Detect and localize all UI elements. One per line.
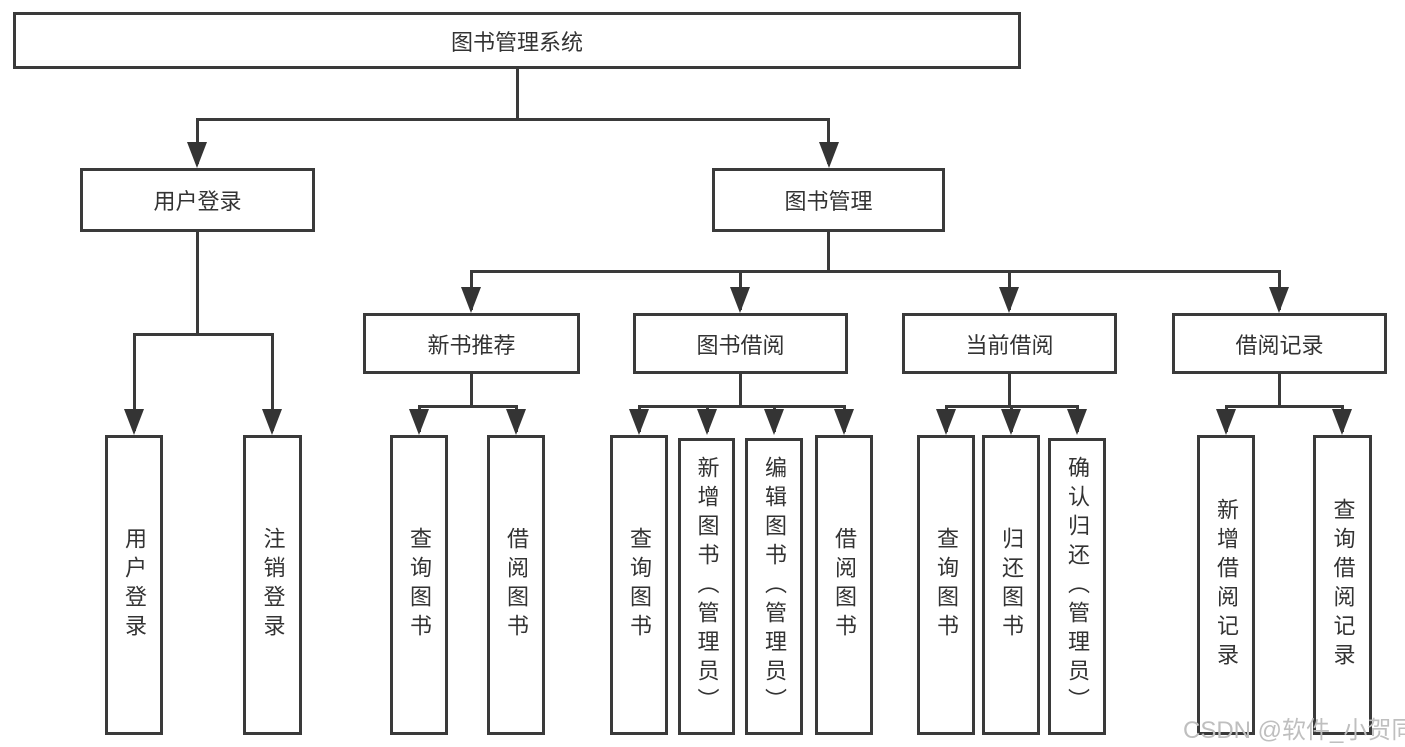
leaf-return-book-label: 归还图书 [999,527,1024,643]
leaf-query-book-b-label: 查询图书 [627,527,652,643]
connector-borrow-records-stem [1278,374,1281,407]
arrowhead-add-record [1216,409,1236,435]
arrowhead-query-book-a [409,409,429,435]
node-borrow-records-label: 借阅记录 [1235,332,1324,358]
arrowhead-add-book [697,409,717,435]
connector-drop-leaf-user-login [133,333,136,431]
watermark-text: CSDN @软件_小贺同学 [1183,717,1405,744]
leaf-query-book-c: 查询图书 [917,435,975,735]
leaf-confirm-return-label: 确认归还（管理员） [1065,456,1090,717]
node-user-login-label: 用户登录 [153,189,242,214]
leaf-edit-book: 编辑图书（管理员） [745,438,803,735]
leaf-add-book: 新增图书（管理员） [678,438,735,735]
leaf-confirm-return: 确认归还（管理员） [1048,438,1106,735]
node-book-mgmt: 图书管理 [712,168,945,232]
arrowhead-new-book-rec [461,287,481,313]
leaf-query-book-a: 查询图书 [390,435,448,735]
leaf-add-record: 新增借阅记录 [1197,435,1255,735]
arrowhead-return-book [1001,409,1021,435]
leaf-query-record-label: 查询借阅记录 [1330,498,1356,672]
node-book-borrow-label: 图书借阅 [696,332,785,358]
arrowhead-current-borrow [999,287,1019,313]
leaf-logout: 注销登录 [243,435,302,735]
arrowhead-query-book-c [936,409,956,435]
arrowhead-leaf-logout [262,409,282,435]
leaf-borrow-book-a-label: 借阅图书 [504,527,529,643]
leaf-query-book-b: 查询图书 [610,435,668,735]
leaf-add-book-label: 新增图书（管理员） [694,456,720,717]
leaf-query-book-c-label: 查询图书 [934,527,959,643]
arrowhead-borrow-book-a [506,409,526,435]
arrowhead-confirm-return [1067,409,1087,435]
leaf-logout-label: 注销登录 [260,527,286,643]
connector-drop-leaf-logout [271,333,274,431]
leaf-borrow-book-b: 借阅图书 [815,435,873,735]
node-current-borrow-label: 当前借阅 [965,332,1054,358]
leaf-borrow-book-a: 借阅图书 [487,435,545,735]
connector-book-mgmt-stem [827,232,830,272]
node-new-book-rec-label: 新书推荐 [427,332,516,358]
connector-current-borrow-stem [1008,374,1011,407]
node-current-borrow: 当前借阅 [902,313,1117,374]
arrowhead-book-borrow [730,287,750,313]
connector-book-borrow-branch [638,405,846,408]
connector-root-stem [516,68,519,120]
connector-new-book-rec-branch [418,405,518,408]
connector-root-branch [196,118,830,121]
arrowhead-edit-book [764,409,784,435]
connector-drop-user-login [196,118,199,164]
node-book-borrow: 图书借阅 [633,313,848,374]
arrowhead-user-login [187,142,207,168]
leaf-edit-book-label: 编辑图书（管理员） [762,456,787,717]
leaf-user-login: 用户登录 [105,435,163,735]
node-user-login: 用户登录 [80,168,315,232]
node-root-label: 图书管理系统 [450,29,583,55]
node-book-mgmt-label: 图书管理 [784,189,873,214]
arrowhead-book-mgmt [819,142,839,168]
leaf-query-record: 查询借阅记录 [1313,435,1372,735]
leaf-borrow-book-b-label: 借阅图书 [832,527,857,643]
node-borrow-records: 借阅记录 [1172,313,1387,374]
connector-user-login-stem [196,232,199,335]
connector-borrow-records-branch [1225,405,1344,408]
leaf-return-book: 归还图书 [982,435,1040,735]
arrowhead-query-book-b [629,409,649,435]
arrowhead-query-record [1332,409,1352,435]
connector-drop-book-mgmt [827,118,830,164]
node-new-book-rec: 新书推荐 [363,313,580,374]
leaf-add-record-label: 新增借阅记录 [1214,498,1239,672]
connector-new-book-rec-stem [470,374,473,407]
arrowhead-leaf-user-login [124,409,144,435]
arrowhead-borrow-records [1269,287,1289,313]
leaf-user-login-label: 用户登录 [122,527,147,643]
arrowhead-borrow-book-b [834,409,854,435]
node-root: 图书管理系统 [13,12,1021,69]
connector-user-login-branch [133,333,274,336]
connector-book-borrow-stem [739,374,742,407]
leaf-query-book-a-label: 查询图书 [407,527,432,643]
connector-book-mgmt-branch [470,270,1281,273]
